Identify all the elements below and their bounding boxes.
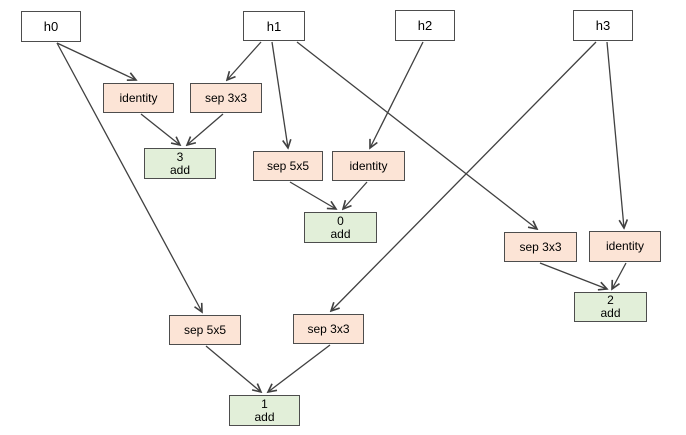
- edge-sep3x3-bottom-add1: [268, 344, 331, 392]
- node-h3: h3: [573, 10, 633, 41]
- edge-sep3x3-right-add2: [539, 262, 607, 289]
- edge-identity-mid-add0: [343, 181, 368, 209]
- add-node-op: add: [600, 306, 621, 320]
- edge-h0-sep5x5-bottom: [56, 42, 202, 312]
- add-node-num: 1: [261, 396, 268, 411]
- edge-h2-identity-mid: [370, 41, 424, 148]
- node-h3-label: h3: [595, 18, 611, 33]
- edge-h1-sep3x3-left: [227, 41, 262, 80]
- add-node-op: add: [169, 162, 191, 177]
- add-node-op: add: [330, 226, 351, 241]
- op-node-sep3x3-bottom: sep 3x3: [293, 314, 364, 344]
- edge-identity-left-add3: [140, 113, 180, 145]
- edge-sep3x3-left-add3: [187, 113, 224, 145]
- node-h2-label: h2: [417, 18, 433, 33]
- op-label: sep 3x3: [204, 90, 248, 105]
- op-label: sep 5x5: [266, 158, 310, 173]
- op-label: sep 3x3: [519, 239, 562, 254]
- add-node-num: 3: [176, 149, 184, 164]
- edge-h3-sep3x3-bottom: [331, 41, 597, 311]
- op-node-sep3x3-left: sep 3x3: [190, 83, 262, 113]
- add-node-num: 0: [337, 213, 344, 228]
- add-node-num: 2: [607, 293, 614, 307]
- edge-h1-sep3x3-right: [296, 41, 537, 229]
- op-label: sep 3x3: [307, 321, 350, 336]
- add-node-op: add: [254, 409, 275, 424]
- op-label: sep 5x5: [183, 322, 227, 337]
- edge-h0-identity-left: [56, 42, 136, 80]
- edge-h3-identity-right: [606, 41, 624, 228]
- node-h0-label: h0: [43, 19, 59, 34]
- op-node-sep3x3-right: sep 3x3: [504, 232, 577, 262]
- node-h0: h0: [21, 11, 81, 42]
- edge-sep5x5-mid-add0: [289, 181, 336, 209]
- op-node-identity-right: identity: [589, 231, 661, 262]
- node-h1-label: h1: [266, 18, 282, 34]
- edge-h1-sep5x5-mid: [271, 41, 288, 148]
- add-node-2: 2 add: [574, 292, 647, 322]
- node-h2: h2: [395, 10, 455, 41]
- op-label: identity: [349, 158, 388, 173]
- add-node-0: 0 add: [304, 212, 377, 243]
- node-h1: h1: [243, 11, 305, 41]
- edge-identity-right-add2: [612, 262, 627, 289]
- add-node-1: 1 add: [229, 395, 300, 426]
- op-node-sep5x5-mid: sep 5x5: [253, 151, 323, 181]
- op-node-identity-mid: identity: [332, 151, 405, 181]
- add-node-3: 3 add: [144, 148, 216, 179]
- edge-sep5x5-bottom-add1: [205, 345, 261, 392]
- op-label: identity: [605, 239, 645, 253]
- op-label: identity: [119, 90, 158, 105]
- op-node-sep5x5-bottom: sep 5x5: [169, 315, 241, 345]
- op-node-identity-left: identity: [103, 83, 174, 113]
